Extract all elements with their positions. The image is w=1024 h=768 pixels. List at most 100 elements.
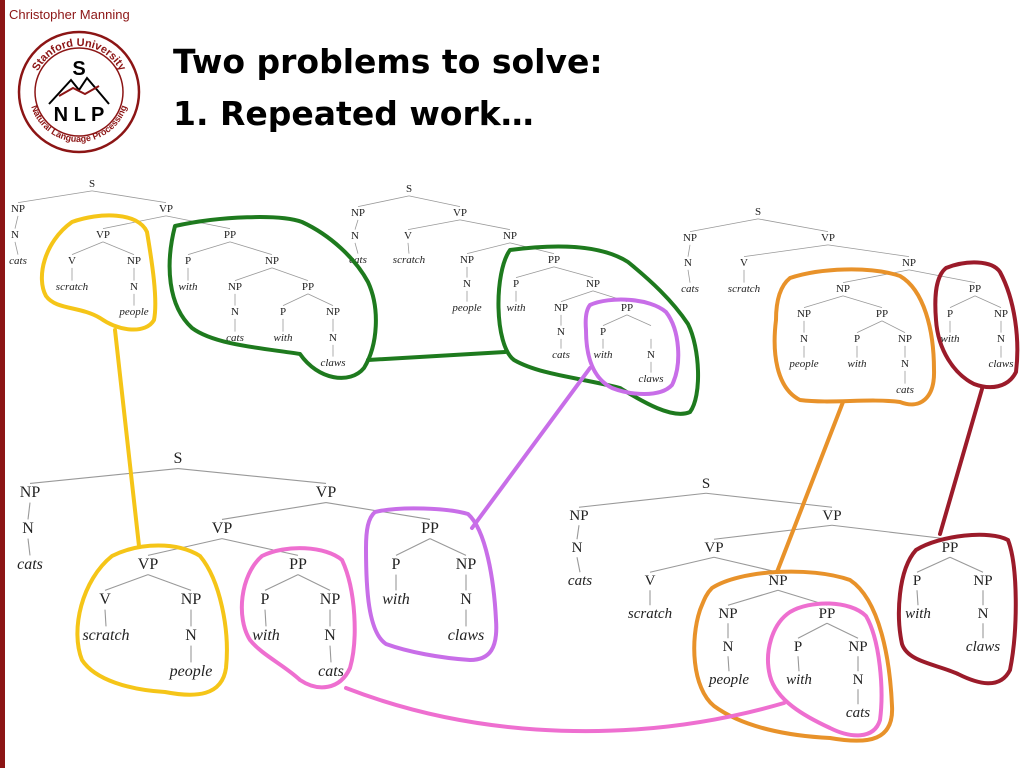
- stanford-nlp-logo: Stanford University Natural Language Pro…: [17, 30, 141, 154]
- bottom-tree-2-node-vp: VP: [822, 508, 841, 524]
- top-tree-1-node-np: NP: [127, 255, 141, 267]
- top-tree-3-node-pp: PP: [876, 308, 888, 320]
- top-tree-3-node-np: NP: [898, 333, 912, 345]
- bottom-tree-1-branch: [264, 609, 267, 627]
- top-tree-1-branch: [14, 215, 19, 229]
- green-blob-middle: [496, 244, 700, 416]
- bottom-tree-1-branch: [264, 574, 299, 591]
- top-tree-1-word-scratch: scratch: [56, 281, 89, 293]
- top-tree-1-word-with: with: [274, 332, 293, 344]
- bottom-tree-2-node-p: P: [913, 573, 921, 589]
- bottom-tree-1-branch: [329, 645, 332, 663]
- orange-blob-top: [772, 267, 937, 407]
- bottom-tree-1-branch: [429, 538, 467, 556]
- top-tree-3-node-n: N: [901, 358, 909, 370]
- top-tree-2-word-scratch: scratch: [393, 254, 426, 266]
- bottom-tree-1-word-people: people: [169, 663, 213, 680]
- top-tree-1-node-np: NP: [228, 281, 242, 293]
- top-tree-3-branch: [974, 295, 1002, 309]
- top-tree-3-node-s: S: [755, 206, 761, 218]
- top-tree-2-branch: [515, 266, 555, 279]
- bottom-tree-1-branch: [221, 502, 327, 520]
- bottom-tree-2-word-people: people: [708, 672, 749, 688]
- top-tree-3-node-np: NP: [994, 308, 1008, 320]
- top-tree-2-node-np: NP: [503, 230, 517, 242]
- top-tree-1-node-p: P: [280, 306, 286, 318]
- top-tree-1-branch: [234, 267, 273, 282]
- top-tree-3-branch: [827, 244, 910, 258]
- top-tree-2-node-np: NP: [351, 207, 365, 219]
- bottom-tree-2-branch: [705, 492, 833, 508]
- author-name: Christopher Manning: [9, 7, 130, 22]
- bottom-tree-1-branch: [297, 574, 331, 591]
- top-tree-2-node-n: N: [557, 326, 565, 338]
- orange-connector: [775, 400, 845, 574]
- top-tree-3-branch: [842, 269, 910, 284]
- bottom-tree-1-branch: [221, 538, 299, 556]
- purple-blob-bottom: [364, 506, 499, 662]
- bottom-tree-1-node-np: NP: [320, 591, 341, 608]
- bottom-tree-2-word-with: with: [905, 606, 931, 622]
- bottom-tree-1-node-np: NP: [181, 591, 202, 608]
- top-tree-1-node-np: NP: [11, 203, 25, 215]
- top-tree-3-word-claws: claws: [988, 358, 1013, 370]
- top-tree-2-branch: [602, 314, 628, 327]
- top-tree-3-branch: [803, 295, 844, 309]
- bottom-tree-2-word-cats: cats: [568, 573, 592, 589]
- slide-title: Two problems to solve: 1. Repeated work…: [173, 36, 603, 140]
- top-tree-3-branch: [856, 320, 883, 334]
- top-tree-2-node-n: N: [463, 278, 471, 290]
- purple-blob-top: [583, 297, 681, 396]
- bottom-tree-1-node-pp: PP: [421, 520, 439, 537]
- bottom-tree-1-word-with: with: [252, 627, 280, 644]
- top-tree-3-word-scratch: scratch: [728, 283, 761, 295]
- top-tree-2-branch: [459, 219, 511, 231]
- bottom-tree-1-node-p: P: [261, 591, 270, 608]
- top-tree-1-word-cats: cats: [226, 332, 244, 344]
- top-tree-2-node-p: P: [600, 326, 606, 338]
- top-tree-2-word-with: with: [594, 349, 613, 361]
- bottom-tree-2-branch: [916, 556, 951, 573]
- top-tree-1-branch: [307, 293, 334, 307]
- bottom-tree-2-branch: [713, 524, 833, 540]
- top-tree-3-node-np: NP: [836, 283, 850, 295]
- bottom-tree-1-word-with: with: [382, 591, 410, 608]
- top-tree-2-word-people: people: [451, 302, 481, 314]
- bottom-tree-2-node-n: N: [572, 540, 583, 556]
- bottom-tree-1-node-pp: PP: [289, 556, 307, 573]
- top-tree-1-node-np: NP: [265, 255, 279, 267]
- yellow-blob-top: [39, 213, 158, 332]
- top-tree-2-branch: [560, 290, 594, 303]
- bottom-tree-1-branch: [395, 538, 431, 556]
- top-tree-1-word-with: with: [179, 281, 198, 293]
- bottom-tree-1-node-vp: VP: [212, 520, 233, 537]
- top-tree-2-node-np: NP: [554, 302, 568, 314]
- green-blob-left: [167, 215, 378, 380]
- top-tree-3-word-cats: cats: [896, 384, 914, 396]
- top-tree-3-branch: [842, 295, 883, 309]
- bottom-tree-2-word-cats: cats: [846, 705, 870, 721]
- yellow-blob-bottom: [75, 543, 229, 697]
- bottom-tree-2-node-p: P: [794, 639, 802, 655]
- top-tree-1-node-n: N: [231, 306, 239, 318]
- top-tree-2-branch: [626, 314, 652, 327]
- bottom-tree-1-node-np: NP: [20, 484, 41, 501]
- top-tree-2-node-vp: VP: [453, 207, 467, 219]
- top-tree-2-node-p: P: [513, 278, 519, 290]
- yellow-connector: [113, 328, 141, 548]
- highlight-shapes: [39, 213, 1020, 743]
- bottom-tree-1-node-vp: VP: [138, 556, 159, 573]
- bottom-tree-2-branch: [797, 656, 800, 672]
- bottom-tree-2-branch: [576, 557, 581, 573]
- pink-connector: [344, 686, 786, 734]
- top-tree-3-word-with: with: [941, 333, 960, 345]
- top-tree-3-node-np: NP: [797, 308, 811, 320]
- bottom-tree-2-node-s: S: [702, 476, 710, 492]
- bottom-tree-2-node-np: NP: [848, 639, 867, 655]
- top-tree-1-branch: [229, 241, 273, 256]
- title-line-2: 1. Repeated work…: [173, 94, 534, 133]
- top-tree-1-node-pp: PP: [224, 229, 236, 241]
- top-tree-1-word-claws: claws: [320, 357, 345, 369]
- top-tree-3-node-p: P: [947, 308, 953, 320]
